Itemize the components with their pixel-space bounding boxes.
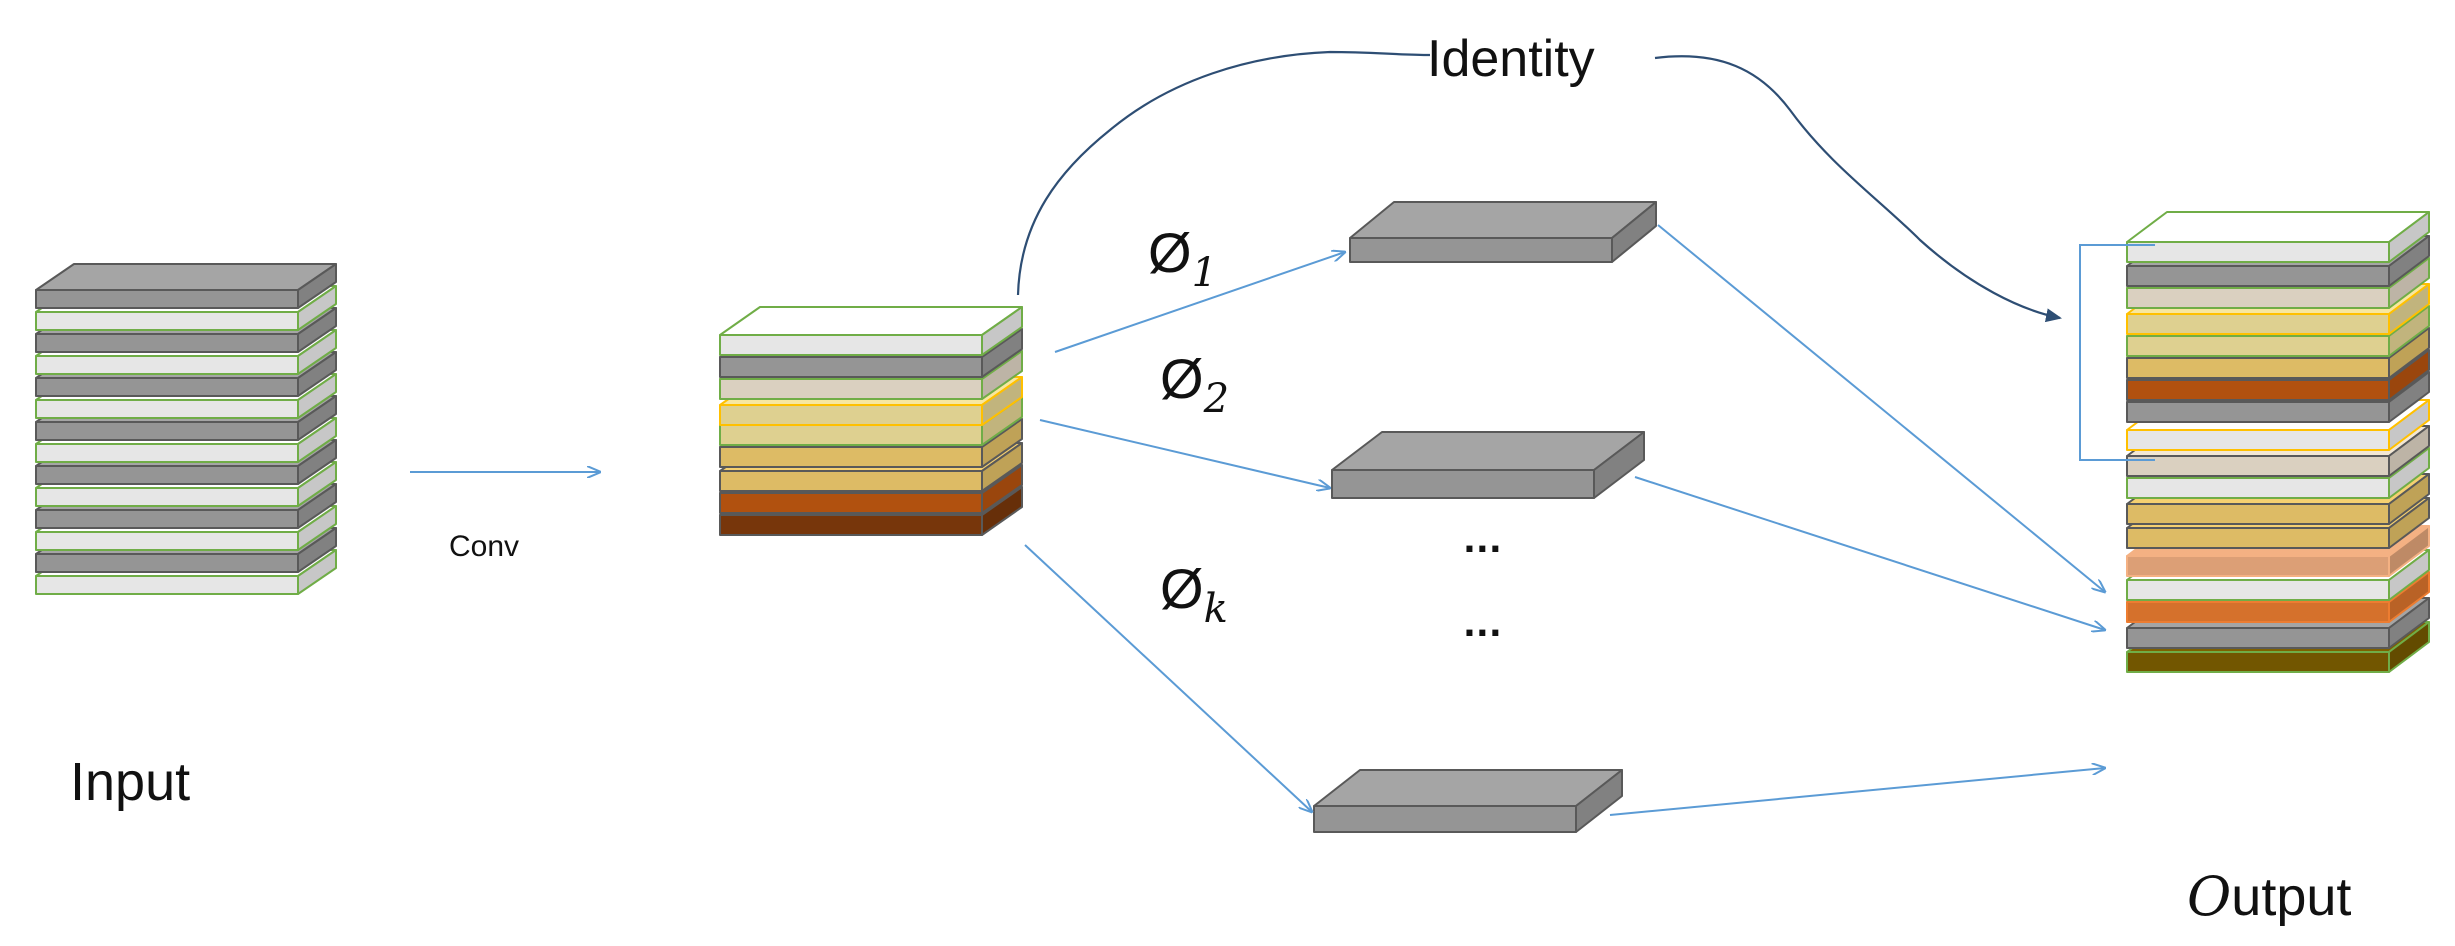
conv-stack-layer-5-front — [719, 424, 983, 446]
branch-k-in-arrow — [1024, 544, 1312, 812]
phi-1-label: Ø1 — [1148, 221, 1217, 296]
conv-stack-layer-2-front — [719, 356, 983, 378]
ellipsis-2: ... — [1463, 605, 1502, 645]
output-stack-layer-1-top — [2126, 211, 2430, 243]
input-stack-layer-5-front — [35, 377, 299, 397]
branch-k-slab-front — [1313, 805, 1577, 833]
output-stack-layer-17-front — [2126, 627, 2390, 649]
conv-label: Conv — [449, 530, 519, 563]
input-stack-layer-10-front — [35, 487, 299, 507]
branch-1-slab — [1349, 201, 1657, 263]
conv-stack-layer-1-top — [719, 306, 1023, 336]
output-stack-layer-3-front — [2126, 287, 2390, 309]
branch-k-out-arrow — [1609, 768, 2105, 816]
branch-2-out-arrow — [1634, 476, 2105, 630]
conv-stack-layer-8-front — [719, 492, 983, 514]
connectors — [410, 224, 2105, 816]
conv-stack-layer-6-front — [719, 446, 983, 468]
input-feature-stack — [35, 263, 337, 595]
input-stack-layer-1-front — [35, 289, 299, 309]
output-stack-layer-2-front — [2126, 265, 2390, 287]
identity-label: Identity — [1427, 30, 1595, 88]
phi-k-label: Øk — [1160, 557, 1228, 632]
conv-stack-layer-1 — [719, 306, 1023, 356]
output-label-rest: utput — [2231, 867, 2351, 927]
input-stack-layer-14-front — [35, 575, 299, 595]
branch-1-slab-front — [1349, 237, 1613, 263]
conv-feature-stack — [719, 306, 1023, 536]
output-stack-layer-15-front — [2126, 579, 2390, 601]
input-stack-layer-9-front — [35, 465, 299, 485]
output-stack-layer-14-front — [2126, 555, 2390, 577]
branch-2-slab-top — [1331, 431, 1645, 471]
input-stack-layer-7-front — [35, 421, 299, 441]
conv-stack-layer-3-front — [719, 378, 983, 400]
branch-2-slab-front — [1331, 469, 1595, 499]
branch-1-out-arrow — [1657, 224, 2105, 592]
conv-stack-layer-4-front — [719, 404, 983, 426]
branch-k-slab-top — [1313, 769, 1623, 807]
output-stack-layer-1-front — [2126, 241, 2390, 263]
branch-2-in-arrow — [1039, 419, 1330, 488]
output-stack-layer-11-front — [2126, 477, 2390, 499]
input-stack-layer-12-front — [35, 531, 299, 551]
branch-1-slab-top — [1349, 201, 1657, 239]
output-stack-layer-18-front — [2126, 651, 2390, 673]
input-stack-layer-3-front — [35, 333, 299, 353]
output-stack-layer-10-front — [2126, 455, 2390, 477]
output-label-italic: O — [2187, 865, 2231, 928]
input-stack-layer-11-front — [35, 509, 299, 529]
output-stack-layer-12-front — [2126, 503, 2390, 525]
output-feature-stack — [2126, 211, 2430, 673]
input-stack-layer-1-top — [35, 263, 337, 291]
identity-curve — [1016, 50, 2060, 318]
conv-stack-layer-7-front — [719, 470, 983, 492]
branch-k-slab — [1313, 769, 1623, 833]
input-stack-layer-2-front — [35, 311, 299, 331]
identity-bracket — [2079, 244, 2155, 461]
branch-2-slab — [1331, 431, 1645, 499]
output-stack-layer-13-front — [2126, 527, 2390, 549]
input-stack-layer-13-front — [35, 553, 299, 573]
conv-stack-layer-9-front — [719, 514, 983, 536]
conv-stack-layer-1-front — [719, 334, 983, 356]
output-stack-layer-4-front — [2126, 313, 2390, 335]
output-stack-layer-9-front — [2126, 429, 2390, 451]
input-stack-layer-4-front — [35, 355, 299, 375]
output-stack-layer-5-front — [2126, 335, 2390, 357]
output-label: Output — [2187, 865, 2351, 928]
branch-feature-maps — [1313, 201, 1657, 833]
output-stack-layer-7-front — [2126, 379, 2390, 401]
output-stack-layer-16-front — [2126, 601, 2390, 623]
output-stack-layer-6-front — [2126, 357, 2390, 379]
input-stack-layer-8-front — [35, 443, 299, 463]
input-stack-layer-1 — [35, 263, 337, 309]
input-stack-layer-6-front — [35, 399, 299, 419]
output-stack-layer-1 — [2126, 211, 2430, 263]
output-stack-layer-8-front — [2126, 401, 2390, 423]
phi-2-label: Ø2 — [1160, 347, 1229, 422]
input-label: Input — [70, 752, 190, 812]
branch-1-in-arrow — [1054, 252, 1345, 353]
ellipsis-1: ... — [1463, 521, 1502, 561]
